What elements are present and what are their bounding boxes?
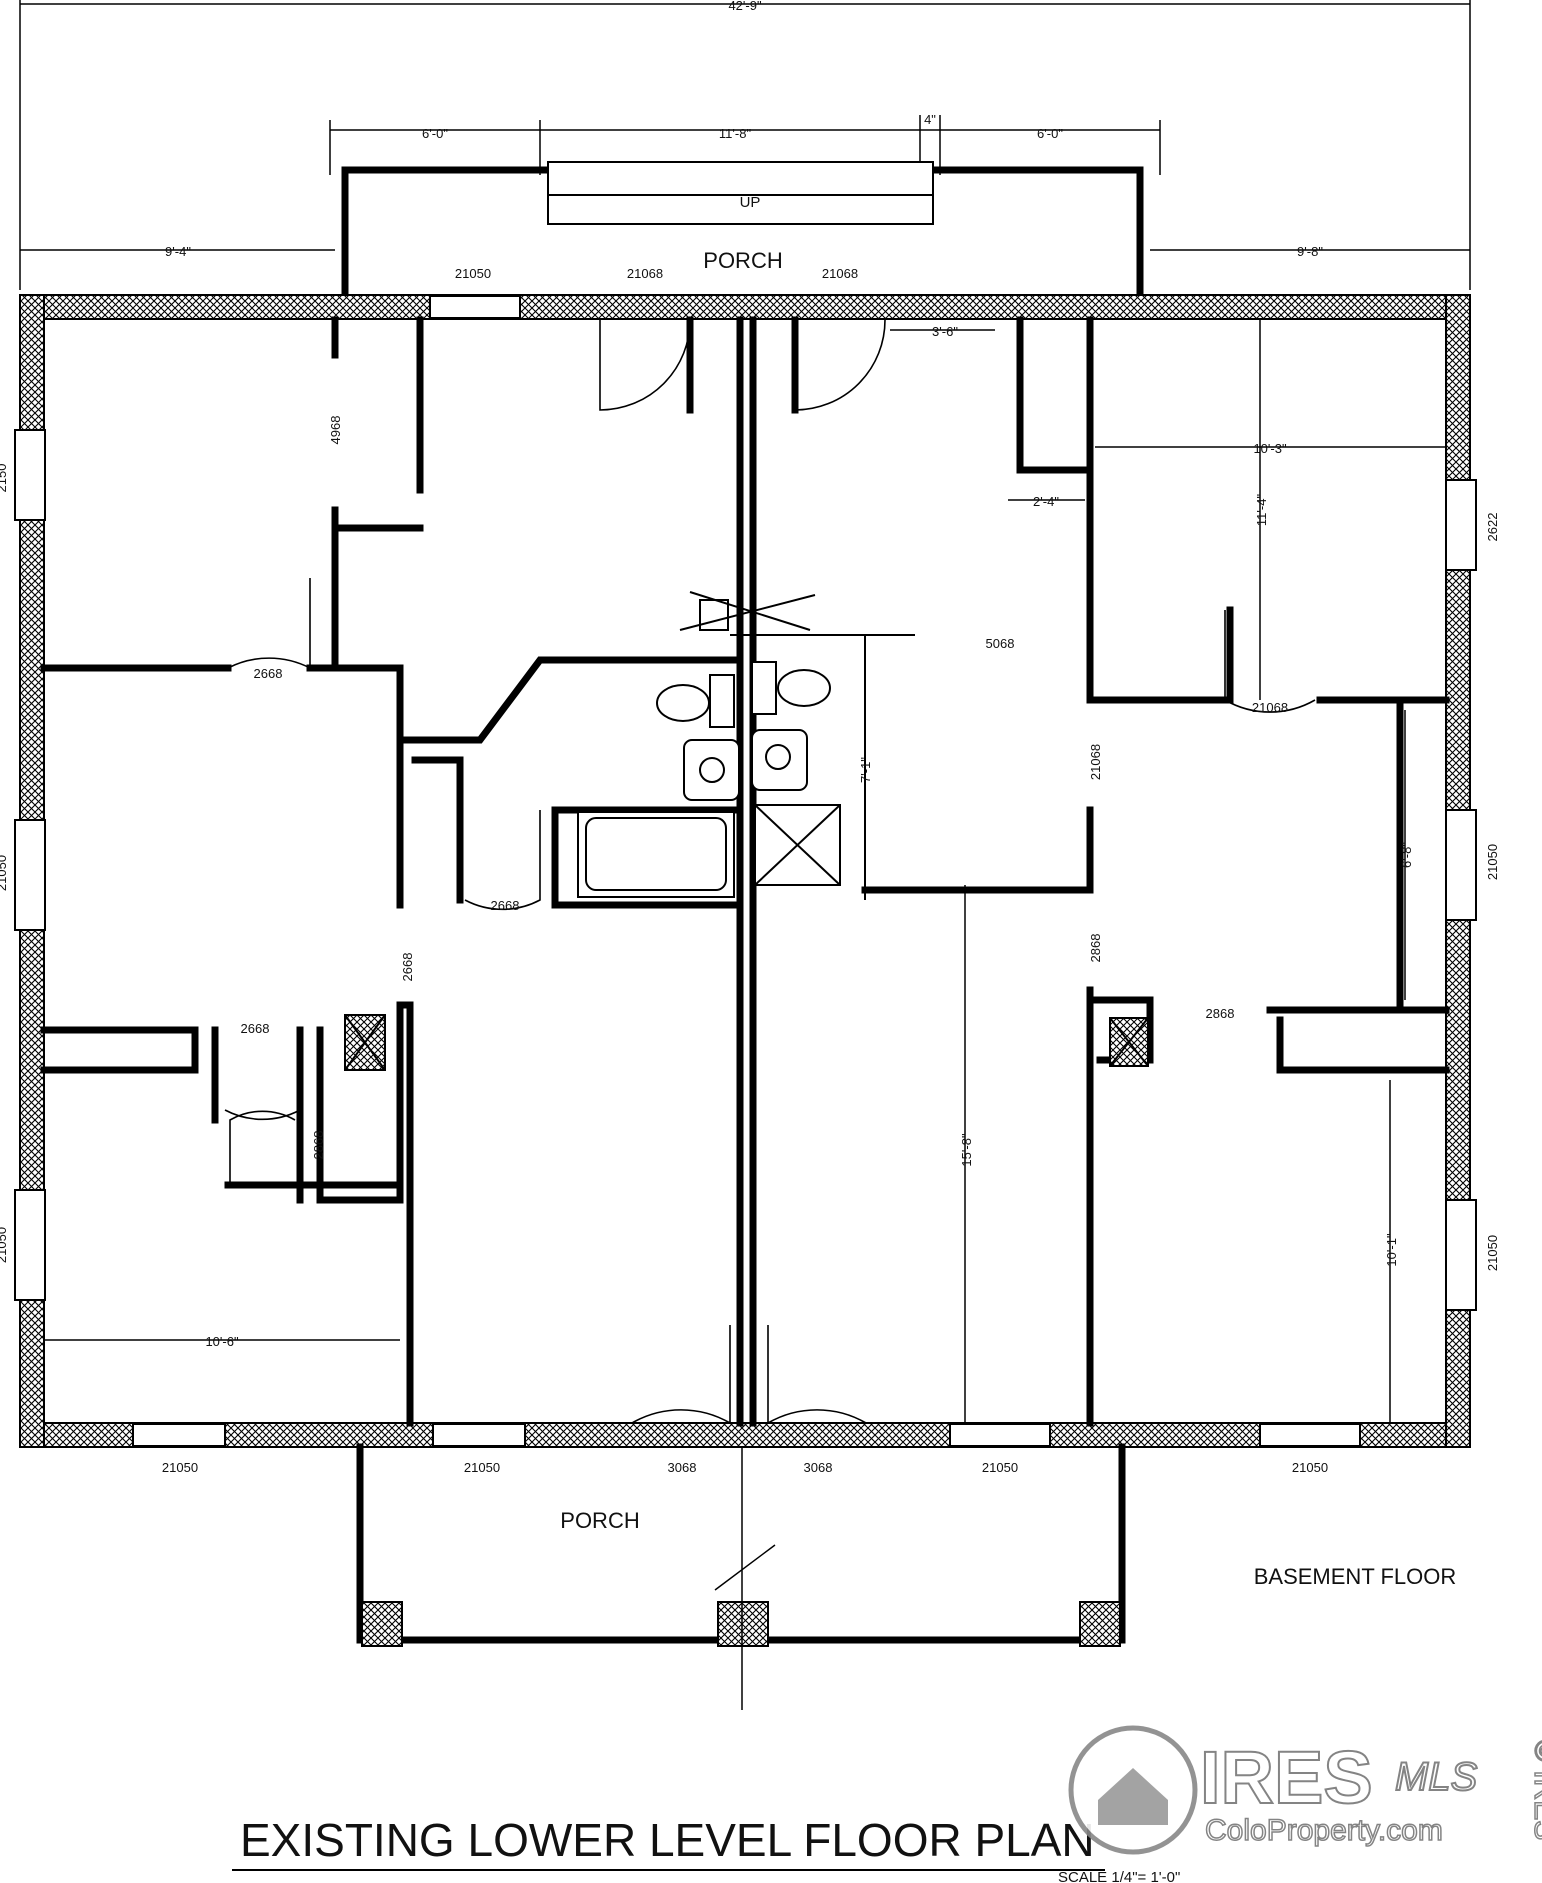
tag-bottom-w2: 21050 — [464, 1460, 500, 1475]
porch-top-label: PORCH — [703, 248, 782, 273]
plan-scale: SCALE 1/4"= 1'-0" — [1058, 1869, 1180, 1883]
tag-closet-5068: 5068 — [986, 636, 1015, 651]
tag-bottom-d1: 3068 — [668, 1460, 697, 1475]
watermark-site: ColoProperty.com — [1205, 1814, 1443, 1847]
bath-fixtures — [577, 591, 915, 900]
dim-closet-depth: 2'-4" — [1033, 494, 1059, 509]
stair — [547, 161, 934, 225]
watermark-side: © IRES — [1528, 1740, 1542, 1840]
tag-right-w3: 21050 — [1485, 1235, 1500, 1271]
dim-closet-width: 3'-6" — [932, 324, 958, 339]
fixture-box — [699, 599, 729, 631]
dim-right-offset: 9'-8" — [1297, 244, 1323, 259]
door-swings — [224, 319, 1316, 1425]
dim-overall-width: 42'-9" — [728, 0, 762, 13]
dim-porch-mid: 11'-8" — [719, 126, 752, 141]
dim-porch-left: 6'-0" — [422, 126, 448, 141]
tag-vertical-21068: 21068 — [1088, 744, 1103, 780]
dim-living-depth: 15'-8" — [959, 1133, 974, 1167]
tag-top-left-win: 21050 — [455, 266, 491, 281]
interior-dimensions: 3'-6" 2'-4" 10'-3" 11'-4" 7'-1" 6'-8" 15… — [44, 320, 1446, 1423]
plan-title: EXISTING LOWER LEVEL FLOOR PLAN — [240, 1814, 1095, 1866]
dim-bath-depth: 7'-1" — [858, 757, 873, 783]
bottom-porch: PORCH BASEMENT FLOOR — [356, 1443, 1457, 1710]
porch-dimension-chain: 6'-0" 11'-8" 4" 6'-0" 9'-4" 9'-8" — [20, 112, 1470, 259]
toilet-left — [656, 684, 710, 722]
tag-top-door-1: 21068 — [627, 266, 663, 281]
basement-floor-label: BASEMENT FLOOR — [1254, 1564, 1457, 1589]
tag-left-w3: 21050 — [0, 1227, 9, 1263]
tag-bath-door: 2668 — [491, 898, 520, 913]
dim-porch-gap: 4" — [924, 112, 936, 127]
tag-closet-2668: 2668 — [241, 1021, 270, 1036]
top-porch: UP PORCH — [341, 161, 1144, 299]
tag-left-w1: 2150 — [0, 464, 9, 493]
house-icon — [1098, 1768, 1168, 1825]
dim-bed-ne-width: 10'-3" — [1253, 441, 1287, 456]
tag-right-w1: 2622 — [1485, 513, 1500, 542]
ires-watermark: IRES MLS ColoProperty.com © IRES — [1068, 1725, 1542, 1855]
tag-hall-2668: 2668 — [400, 953, 415, 982]
dim-porch-right: 6'-0" — [1037, 126, 1063, 141]
overall-dimension: 42'-9" — [19, 0, 1471, 290]
tag-bed-nw-door: 2668 — [254, 666, 283, 681]
tag-bottom-w4: 21050 — [1292, 1460, 1328, 1475]
porch-bottom-label: PORCH — [560, 1508, 639, 1533]
tag-right-w2: 21050 — [1485, 844, 1500, 880]
dim-bed-se-depth: 10'-1" — [1384, 1233, 1399, 1267]
tag-door-2868: 2868 — [1206, 1006, 1235, 1021]
interior-walls — [40, 316, 1450, 1427]
dim-left-offset: 9'-4" — [165, 244, 191, 259]
tags: 21050 21068 21068 4968 2668 5068 21068 2… — [0, 266, 1500, 1475]
tag-left-upper: 4968 — [328, 416, 343, 445]
dim-bed-sw-width: 10'-6" — [205, 1334, 239, 1349]
dim-bed-ne-depth: 11'-4" — [1254, 494, 1269, 527]
tag-bottom-w1: 21050 — [162, 1460, 198, 1475]
windows — [14, 295, 1477, 1447]
tag-top-door-2: 21068 — [822, 266, 858, 281]
title-block: EXISTING LOWER LEVEL FLOOR PLAN SCALE 1/… — [232, 1814, 1180, 1883]
watermark-brand: IRES — [1200, 1736, 1373, 1819]
toilet-right — [777, 669, 831, 707]
tag-bottom-w3: 21050 — [982, 1460, 1018, 1475]
chases — [344, 1014, 1149, 1071]
stair-label: UP — [740, 194, 761, 211]
tag-bed-ne-door: 21068 — [1252, 700, 1288, 715]
tag-bottom-d2: 3068 — [804, 1460, 833, 1475]
tag-left-w2: 21050 — [0, 855, 9, 891]
exterior-walls — [19, 294, 1471, 1448]
watermark-mls: MLS — [1395, 1755, 1478, 1799]
tag-vert-2868: 2868 — [1088, 934, 1103, 963]
tag-closet-2868: 2868 — [311, 1131, 326, 1160]
dim-hall-depth: 6'-8" — [1399, 842, 1414, 868]
